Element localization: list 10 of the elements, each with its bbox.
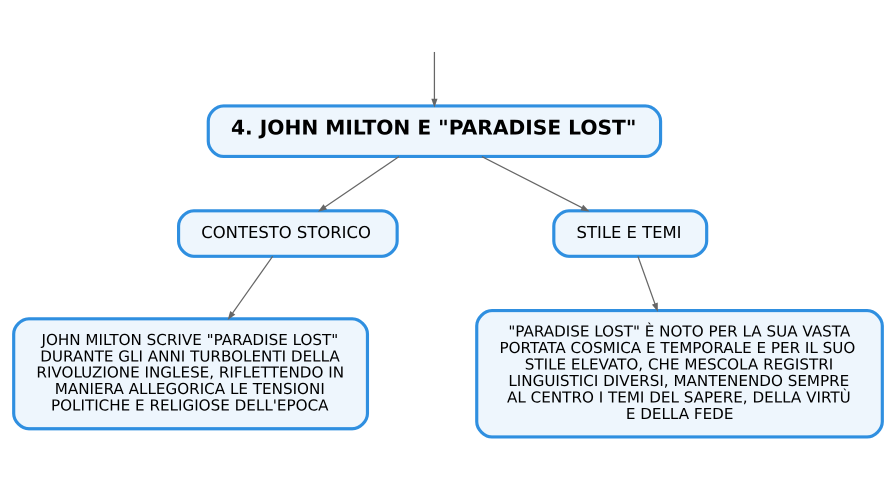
arrow	[431, 51, 438, 108]
node-box: "PARADISE LOST" È NOTO PER LA SUA VASTA PORTATA COSMICA E TEMPORALE E PER IL SUO STILE ELEVATO, CHE MESCOLA REGISTRI LINGUISTICI DIVERSI, MANTENENDO SEMPRE AL CENTRO I TEMI DEL SAPERE, DELLA VIRTÙ E DELLA FEDE	[475, 308, 884, 438]
arrow	[228, 255, 274, 320]
arrow	[482, 156, 590, 212]
node-box: CONTESTO STORICO	[177, 208, 399, 258]
node-box: JOHN MILTON SCRIVE "PARADISE LOST" DURANTE GLI ANNI TURBOLENTI DELLA RIVOLUZIONE INGLESE, RIFLETTENDO IN MANIERA ALLEGORICA LE TENSIONI POLITICHE E RELIGIOSE DELL'EPOCA	[12, 316, 370, 430]
node-box: 4. JOHN MILTON E "PARADISE LOST"	[206, 104, 662, 158]
arrow	[318, 156, 400, 212]
node-box: STILE E TEMI	[552, 208, 708, 258]
arrow	[637, 256, 658, 312]
